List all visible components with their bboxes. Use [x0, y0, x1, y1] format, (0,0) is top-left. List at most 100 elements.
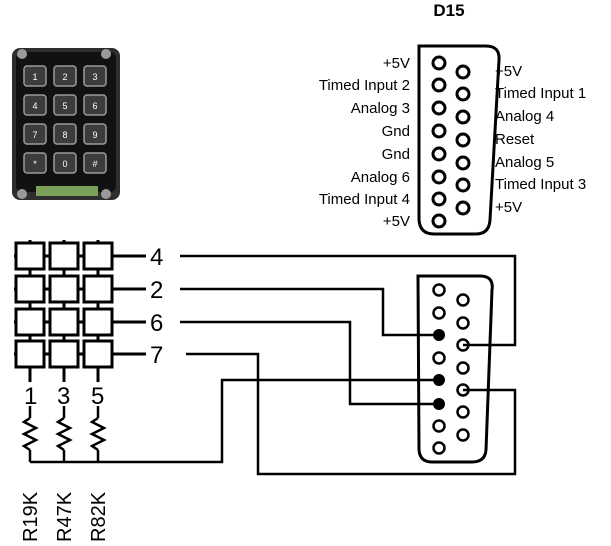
keypad-key [23, 123, 47, 145]
pin-label: +5V [495, 63, 522, 80]
keypad-matrix [14, 240, 146, 382]
column-label: 1 [24, 383, 37, 410]
connector-pin [456, 361, 470, 375]
keypad-key [53, 65, 77, 87]
connector-pin [432, 441, 446, 455]
keypad-key [23, 94, 47, 116]
connector-pin [432, 419, 446, 433]
row-label: 2 [150, 277, 163, 304]
keypad-key-label: 5 [62, 101, 67, 111]
connector-pin [432, 306, 446, 320]
column-label: 5 [91, 383, 104, 410]
resistor-bus-wire [30, 378, 439, 464]
connector-pin [456, 316, 470, 330]
column-labels: 1 3 5 [24, 383, 104, 410]
matrix-key [82, 339, 114, 369]
row-label: 6 [150, 310, 163, 337]
wire-row-2 [180, 287, 439, 337]
connector-pin [432, 283, 446, 297]
row-label: 4 [150, 244, 163, 271]
pin-label: +5V [383, 213, 410, 230]
matrix-key [82, 274, 114, 304]
column-label: 3 [57, 383, 70, 410]
matrix-key [14, 307, 46, 337]
matrix-key [82, 241, 114, 271]
keypad-key [83, 123, 107, 145]
connector-pin [431, 55, 447, 71]
pin-label: Gnd [382, 123, 410, 140]
keypad-key-label: * [33, 159, 37, 169]
pin-label: Analog 5 [495, 154, 554, 171]
connector-pin [432, 351, 446, 365]
connector-pin [431, 191, 447, 207]
pin-label: +5V [495, 199, 522, 216]
connector-pin [431, 123, 447, 139]
pin-label: Timed Input 3 [495, 176, 586, 193]
connection-dots [433, 329, 445, 410]
matrix-key [48, 274, 80, 304]
keypad-key [53, 94, 77, 116]
matrix-key [14, 339, 46, 369]
keypad-key [83, 152, 107, 174]
keypad-key [53, 152, 77, 174]
connector-pin [431, 77, 447, 93]
connector-pin [456, 293, 470, 307]
matrix-key [48, 339, 80, 369]
resistor-label: R47K [54, 491, 76, 542]
connector-pin [431, 146, 447, 162]
pin-label: Analog 3 [351, 100, 410, 117]
connector-pin [455, 200, 471, 216]
resistors [21, 406, 107, 462]
connector-right-labels: +5V Timed Input 1 Analog 4 Reset Analog … [495, 63, 586, 216]
pin-label: Timed Input 2 [319, 77, 410, 94]
resistor-1 [21, 406, 39, 462]
pin-label: Analog 4 [495, 108, 554, 125]
wire-row-7 [186, 352, 517, 476]
connector-pin [455, 177, 471, 193]
pin-label: Reset [495, 131, 535, 148]
keypad-key-label: 8 [62, 130, 67, 140]
connector-pin [455, 109, 471, 125]
connector-pin [456, 405, 470, 419]
keypad-key-label: 3 [92, 72, 97, 82]
matrix-key [48, 241, 80, 271]
connector-left-labels: +5V Timed Input 2 Analog 3 Gnd Gnd Analo… [319, 55, 410, 230]
pin-label: Timed Input 1 [495, 85, 586, 102]
connector-pin [431, 169, 447, 185]
matrix-key [82, 307, 114, 337]
resistor-labels: R19K R47K R82K [20, 491, 110, 542]
keypad-key-label: 1 [32, 72, 37, 82]
keypad-key-label: 2 [62, 72, 67, 82]
resistor-3 [89, 406, 107, 462]
pin-label: Timed Input 4 [319, 191, 410, 208]
row-labels: 4 2 6 7 [150, 244, 163, 369]
matrix-key [14, 274, 46, 304]
keypad-key-label: 9 [92, 130, 97, 140]
pin-label: +5V [383, 55, 410, 72]
matrix-key [14, 241, 46, 271]
matrix-row-lines [14, 254, 146, 356]
keypad-key-label: 7 [32, 130, 37, 140]
keypad-key-label: 6 [92, 101, 97, 111]
connector-pin [455, 132, 471, 148]
d15-connector-bottom [416, 274, 494, 464]
connector-pin [456, 428, 470, 442]
pin-label: Gnd [382, 146, 410, 163]
matrix-key [48, 307, 80, 337]
keypad-key [23, 65, 47, 87]
keypad-key [53, 123, 77, 145]
resistor-2 [55, 406, 73, 462]
d15-connector-top [417, 44, 501, 236]
keypad-key [23, 152, 47, 174]
connector-title: D15 [433, 1, 464, 20]
connector-pin [455, 86, 471, 102]
connector-pin [455, 155, 471, 171]
keypad-key [83, 94, 107, 116]
connector-pin [431, 100, 447, 116]
wire-row-6 [180, 320, 439, 406]
wire-row-4 [180, 254, 517, 347]
wires [30, 254, 517, 476]
